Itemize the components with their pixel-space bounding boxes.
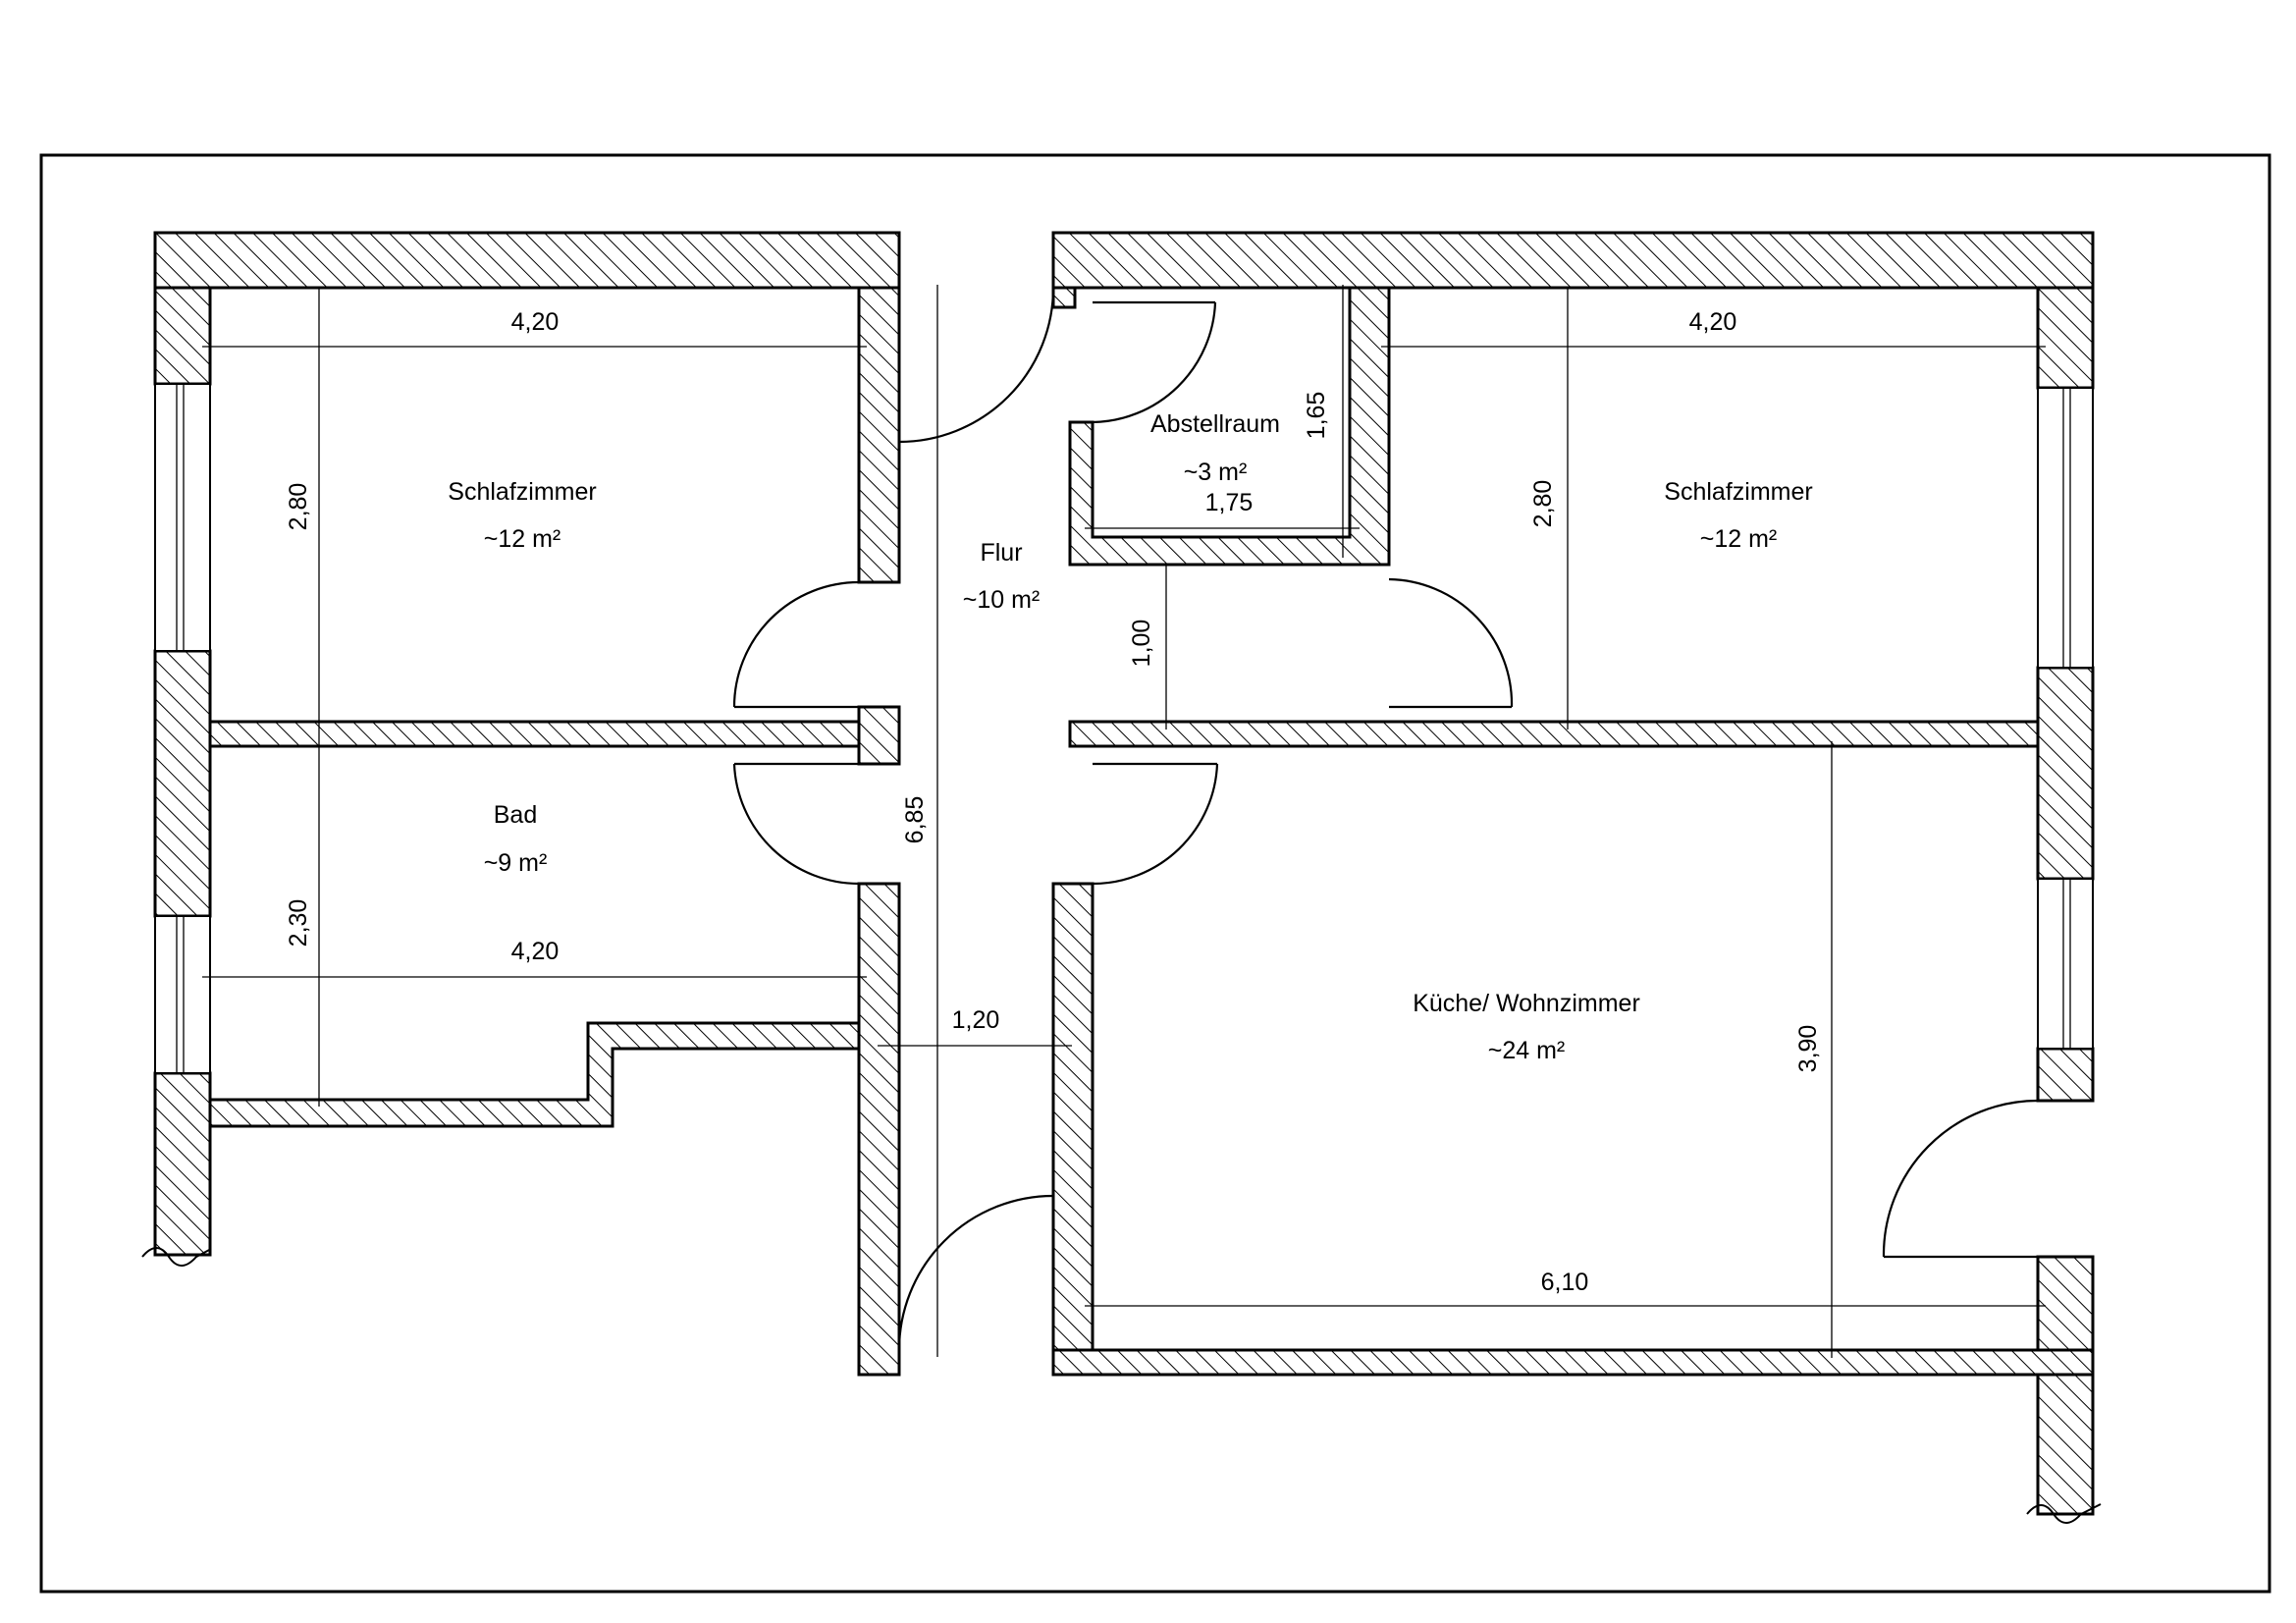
dim-sz-right-height: 2,80 (1529, 480, 1557, 528)
window-left-1 (154, 383, 211, 652)
wall-left-outer-2 (153, 649, 212, 918)
dim-bad-height: 2,30 (285, 899, 312, 947)
dim-flur-width: 1,20 (952, 1006, 1000, 1034)
room-area-flur: ~10 m² (963, 586, 1041, 614)
wall-flur-left-3 (857, 882, 901, 1377)
dim-sz-left-width: 4,20 (511, 308, 560, 336)
wall-flur-left-1 (857, 286, 901, 584)
windows (154, 383, 2094, 1074)
wall-left-top (153, 231, 901, 290)
wall-break-right (2026, 1503, 2102, 1524)
dim-bad-width: 4,20 (511, 938, 560, 965)
room-name-abstellraum: Abstellraum (1150, 410, 1280, 438)
window-left-2 (154, 915, 211, 1074)
room-labels: Schlafzimmer ~12 m² Bad ~9 m² Flur ~10 m… (448, 410, 1812, 1064)
door-flur-bottom (897, 1194, 1054, 1351)
dim-kueche-height: 3,90 (1794, 1025, 1822, 1073)
drawing-frame (39, 153, 2271, 1594)
dimension-labels: 4,20 2,80 4,20 2,30 6,85 1,20 1,75 1,65 … (285, 308, 1822, 1296)
wall-abstellraum (1068, 286, 1391, 567)
wall-sz-kueche (1068, 720, 2040, 748)
wall-kueche-bottom (1051, 1348, 2095, 1377)
window-right-2 (2037, 878, 2094, 1050)
room-area-schlafzimmer-left: ~12 m² (484, 525, 561, 553)
door-abstellraum (1092, 301, 1217, 424)
dim-flur-length: 6,85 (901, 796, 929, 844)
door-bad (732, 763, 860, 886)
walls-right-block (1051, 231, 2095, 1516)
wall-break-left (141, 1247, 212, 1267)
wall-right-top (1051, 231, 2095, 290)
wall-bad-bottom (208, 1021, 861, 1128)
room-area-schlafzimmer-right: ~12 m² (1700, 525, 1778, 553)
door-kueche (1092, 763, 1219, 886)
room-area-bad: ~9 m² (484, 849, 548, 877)
room-area-kueche: ~24 m² (1488, 1037, 1566, 1064)
wall-right-outer-2 (2036, 666, 2095, 881)
wall-flur-left-2 (857, 705, 901, 766)
room-name-flur: Flur (980, 539, 1022, 567)
dim-abstell-width: 1,75 (1205, 489, 1254, 516)
wall-sz-bad (208, 720, 861, 748)
door-entrance-top (898, 287, 1055, 444)
wall-right-outer-4 (2036, 1255, 2095, 1516)
room-name-schlafzimmer-left: Schlafzimmer (448, 478, 596, 506)
dim-sz-right-width: 4,20 (1689, 308, 1737, 336)
wall-right-outer-3 (2036, 1047, 2095, 1103)
dimension-lines (202, 285, 2046, 1358)
dim-abstell-height: 1,65 (1303, 392, 1330, 440)
room-name-schlafzimmer-right: Schlafzimmer (1664, 478, 1812, 506)
dim-gap-height: 1,00 (1128, 620, 1155, 668)
dim-sz-left-height: 2,80 (285, 483, 312, 531)
wall-left-outer-3 (153, 1071, 212, 1257)
room-name-bad: Bad (494, 801, 537, 829)
room-area-abstellraum: ~3 m² (1184, 459, 1248, 486)
doors (732, 287, 2039, 1351)
wall-flur-right-1 (1051, 286, 1077, 309)
window-right-1 (2037, 387, 2094, 669)
dim-kueche-width: 6,10 (1541, 1269, 1589, 1296)
door-schlafzimmer-left (732, 580, 860, 708)
wall-flur-right-2 (1051, 882, 1095, 1377)
wall-left-outer-1 (153, 286, 212, 386)
door-schlafzimmer-right (1388, 577, 1514, 708)
door-kueche-outer (1882, 1099, 2039, 1258)
room-name-kueche: Küche/ Wohnzimmer (1413, 990, 1640, 1017)
wall-right-outer-1 (2036, 286, 2095, 390)
